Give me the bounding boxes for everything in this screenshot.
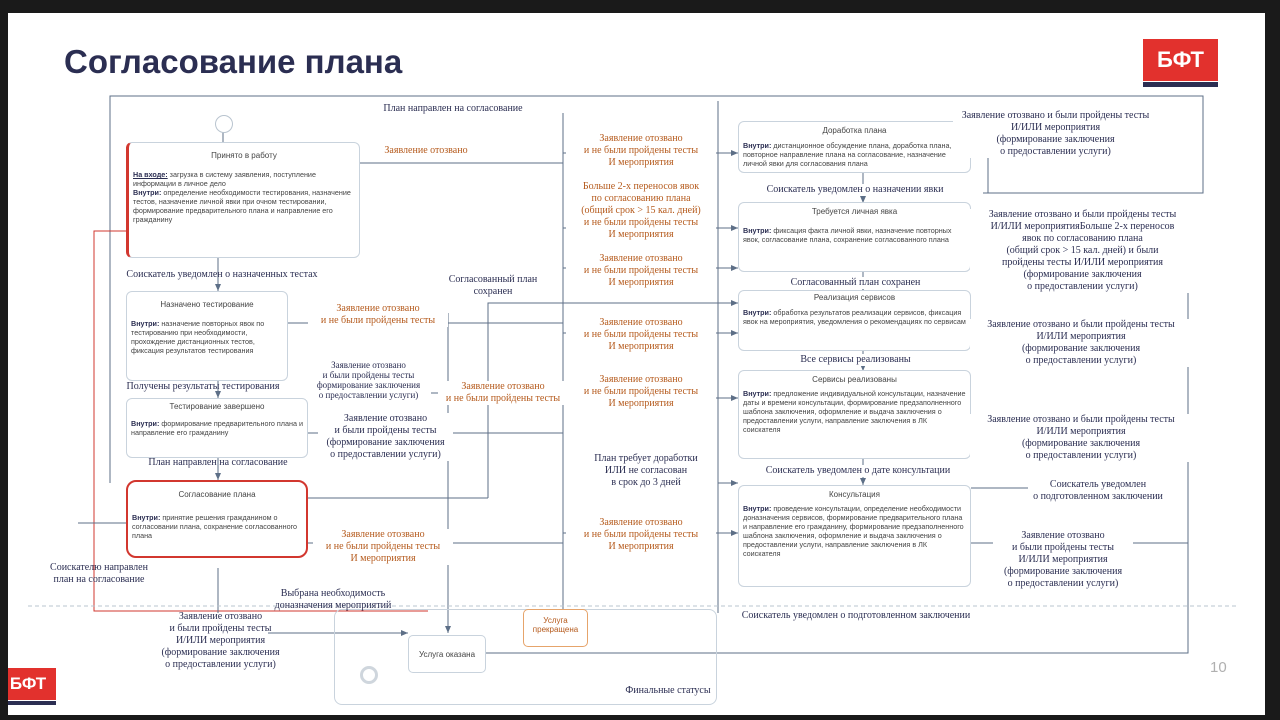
- label-approved-plan-saved: Согласованный план сохранен: [438, 274, 548, 298]
- state-plan-approval-title: Согласование плана: [178, 490, 256, 499]
- state-personal-visit: Требуется личная явка Внутри: фиксация ф…: [738, 202, 971, 272]
- state-services-done: Сервисы реализованы Внутри: предложение …: [738, 370, 971, 459]
- state-accepted-title: Принято в работу: [211, 151, 277, 160]
- label-applicant-sent-plan: Соискателю направлен план на согласовани…: [50, 562, 148, 585]
- state-plan-revision: Доработка плана Внутри: дистанционное об…: [738, 121, 971, 173]
- label-mid-4: Заявление отозвано и не были пройдены те…: [566, 317, 716, 353]
- slide: Согласование плана БФТ: [8, 13, 1265, 715]
- label-right-2: Заявление отозвано и были пройдены тесты…: [970, 209, 1195, 293]
- state-testing-done-body: Внутри: формирование предварительного пл…: [131, 419, 303, 437]
- state-plan-revision-title: Доработка плана: [822, 126, 887, 135]
- label-all-services-done: Все сервисы реализованы: [783, 354, 928, 366]
- label-right-6: Заявление отозвано и были пройдены тесты…: [993, 530, 1133, 590]
- label-right-5: Соискатель уведомлен о подготовленном за…: [1028, 479, 1168, 503]
- page-title: Согласование плана: [64, 43, 403, 80]
- label-right-1: Заявление отозвано и были пройдены тесты…: [953, 110, 1158, 158]
- start-node: [215, 115, 233, 133]
- state-plan-approval-body: Внутри: принятие решения гражданином о с…: [132, 513, 298, 540]
- brand-logo: БФТ: [1143, 39, 1218, 81]
- state-accepted-body: На входе: загрузка в систему заявления, …: [133, 170, 351, 224]
- label-wd-passed-2: Заявление отозвано и были пройдены тесты…: [318, 413, 453, 461]
- label-got-results: Получены результаты тестирования: [126, 381, 280, 392]
- label-notified-tests: Соискатель уведомлен о назначенных теста…: [126, 269, 318, 280]
- label-mid-2: Больше 2-х переносов явок по согласовани…: [566, 181, 716, 241]
- label-notified-visit: Соискатель уведомлен о назначении явки: [750, 184, 960, 196]
- label-wd-not-passed-3: Заявление отозвано и не были пройдены те…: [313, 529, 453, 565]
- state-service-provided: Услуга оказана: [408, 635, 486, 673]
- label-right-3: Заявление отозвано и были пройдены тесты…: [970, 319, 1192, 367]
- label-wd-not-passed-2: Заявление отозвано и не были пройдены те…: [438, 381, 568, 405]
- state-services-done-title: Сервисы реализованы: [812, 375, 897, 384]
- label-plan-sent-top: План направлен на согласование: [368, 103, 538, 115]
- connector-left-red: [93, 230, 428, 612]
- label-wd-passed-1: Заявление отозвано и были пройдены тесты…: [306, 360, 431, 400]
- state-accepted: Принято в работу На входе: загрузка в си…: [126, 142, 360, 258]
- brand-logo-small: БФТ: [8, 668, 56, 700]
- label-right-4: Заявление отозвано и были пройдены тесты…: [970, 414, 1192, 462]
- state-consultation: Консультация Внутри: проведение консульт…: [738, 485, 971, 587]
- page-number: 10: [1210, 659, 1227, 676]
- state-testing-assigned-body: Внутри: назначение повторных явок по тес…: [131, 319, 265, 355]
- state-personal-visit-title: Требуется личная явка: [811, 207, 898, 216]
- logo-underline: [1143, 82, 1218, 87]
- label-chosen-extra: Выбрана необходимость доназначения мероп…: [274, 588, 392, 611]
- end-node: [360, 666, 378, 684]
- logo-small-underline: [8, 701, 56, 705]
- state-service-terminated: Услуга прекращена: [523, 609, 588, 647]
- state-services-done-body: Внутри: предложение индивидуальной консу…: [743, 389, 966, 434]
- label-notified-conclusion: Соискатель уведомлен о подготовленном за…: [726, 610, 986, 622]
- label-wd-not-passed-1: Заявление отозвано и не были пройдены те…: [308, 303, 448, 327]
- label-mid-7: Заявление отозвано и не были пройдены те…: [566, 517, 716, 553]
- label-mid-1: Заявление отозвано и не были пройдены те…: [566, 133, 716, 169]
- label-withdrawn: Заявление отозвано: [384, 145, 468, 156]
- state-consultation-title: Консультация: [829, 490, 880, 499]
- label-mid-3: Заявление отозвано и не были пройдены те…: [566, 253, 716, 289]
- state-testing-done-title: Тестирование завершено: [169, 402, 265, 411]
- state-services-impl-body: Внутри: обработка результатов реализации…: [743, 308, 966, 326]
- final-statuses-label: Финальные статусы: [625, 685, 711, 696]
- state-testing-assigned: Назначено тестирование Внутри: назначени…: [126, 291, 288, 381]
- state-personal-visit-body: Внутри: фиксация факта личной явки, назн…: [743, 226, 952, 244]
- state-plan-approval: Согласование плана Внутри: принятие реше…: [126, 480, 308, 558]
- state-plan-revision-body: Внутри: дистанционное обсуждение плана, …: [743, 141, 952, 168]
- label-approved-saved: Согласованный план сохранен: [773, 277, 938, 289]
- label-mid-6: План требует доработки ИЛИ не согласован…: [586, 453, 706, 489]
- label-plan-sent: План направлен на согласование: [148, 457, 288, 468]
- label-notified-consult-date: Соискатель уведомлен о дате консультации: [748, 465, 968, 477]
- state-services-impl-title: Реализация сервисов: [813, 293, 896, 302]
- label-bottom-left: Заявление отозвано и были пройдены тесты…: [161, 611, 280, 670]
- label-mid-5: Заявление отозвано и не были пройдены те…: [566, 374, 716, 410]
- state-testing-done: Тестирование завершено Внутри: формирова…: [126, 398, 308, 458]
- state-services-impl: Реализация сервисов Внутри: обработка ре…: [738, 290, 971, 351]
- state-testing-assigned-title: Назначено тестирование: [160, 300, 254, 309]
- state-consultation-body: Внутри: проведение консультации, определ…: [743, 504, 964, 558]
